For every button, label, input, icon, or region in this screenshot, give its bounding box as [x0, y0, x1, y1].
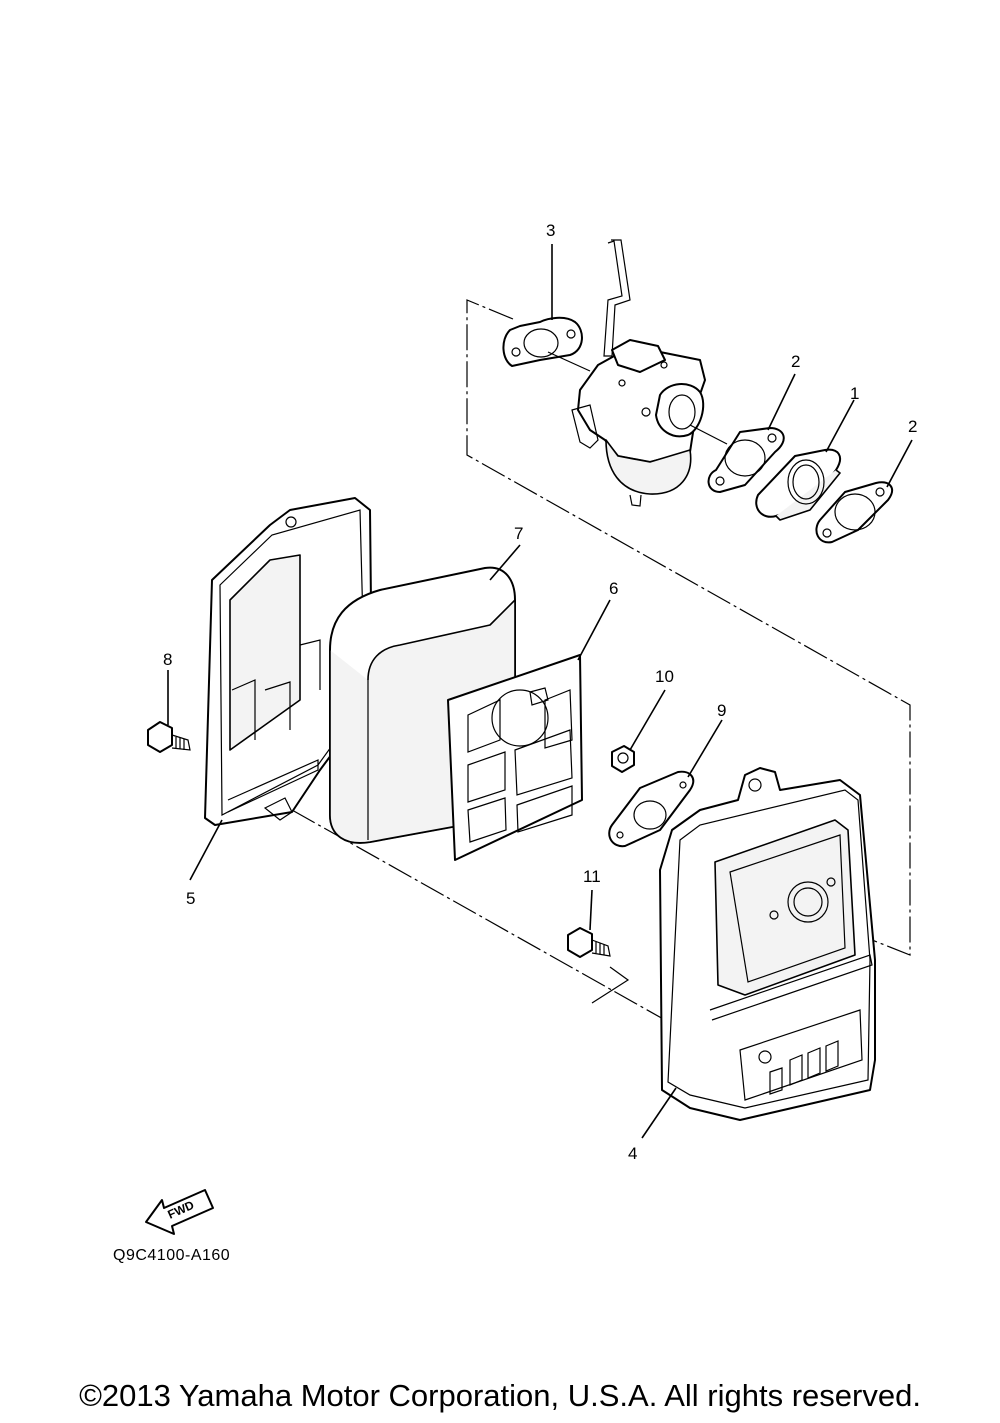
- carburetor-gasket-part: [502, 316, 591, 372]
- callout-4: 4: [628, 1144, 637, 1163]
- case-bolt-part: [147, 721, 191, 753]
- callout-1: 1: [850, 384, 859, 403]
- insulator-gasket-upper-part: [707, 427, 785, 493]
- callout-leader-lines: [167, 244, 913, 1139]
- callout-2-lower: 2: [908, 417, 917, 436]
- callout-2-upper: 2: [791, 352, 800, 371]
- muffler-gasket-part: [608, 770, 695, 848]
- fwd-arrow-icon: FWD: [145, 1189, 214, 1235]
- assembly-guide-lines: [291, 299, 911, 1021]
- nut-part: [611, 745, 635, 773]
- insulator-gasket-lower-part: [815, 481, 893, 544]
- callout-5: 5: [186, 889, 195, 908]
- callout-10: 10: [655, 667, 674, 686]
- callout-7: 7: [514, 524, 523, 543]
- carburetor-part: [571, 239, 728, 507]
- copyright-notice: ©2013 Yamaha Motor Corporation, U.S.A. A…: [79, 1378, 921, 1413]
- callout-numbers: 1 2 2 3 4 5 6 7 8 9 10 11: [163, 221, 917, 1163]
- air-cleaner-cover-part: [659, 767, 876, 1121]
- callout-3: 3: [546, 221, 555, 240]
- callout-9: 9: [717, 701, 726, 720]
- callout-11: 11: [583, 867, 601, 886]
- element-plate-part: [447, 654, 583, 861]
- callout-8: 8: [163, 650, 172, 669]
- carburetor-insulator-part: [755, 448, 841, 521]
- cover-bolt-part: [567, 927, 611, 958]
- drawing-code: Q9C4100-A160: [113, 1247, 231, 1264]
- callout-6: 6: [609, 579, 618, 598]
